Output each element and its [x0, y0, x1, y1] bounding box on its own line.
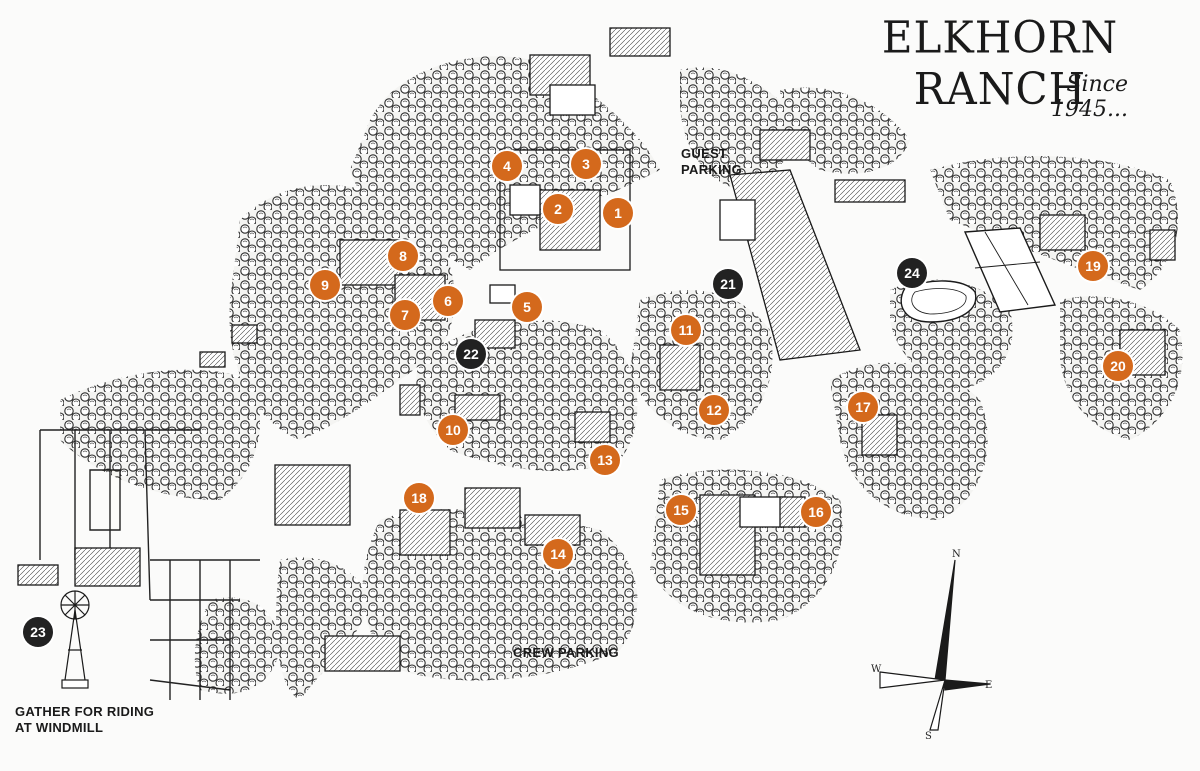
marker-10[interactable]: 10	[438, 415, 468, 445]
marker-15[interactable]: 15	[666, 495, 696, 525]
marker-17[interactable]: 17	[848, 392, 878, 422]
pool-and-court	[900, 227, 1057, 323]
windmill	[60, 590, 90, 689]
compass-north: N	[952, 549, 961, 560]
windmill-line2: AT WINDMILL	[15, 720, 104, 735]
marker-3[interactable]: 3	[571, 149, 601, 179]
marker-19[interactable]: 19	[1078, 251, 1108, 281]
map-title: ELKHORN RANCH	[881, 11, 1119, 115]
compass-rose	[879, 559, 991, 731]
marker-6[interactable]: 6	[433, 286, 463, 316]
corral-fences	[39, 429, 260, 700]
marker-11[interactable]: 11	[671, 315, 701, 345]
windmill-line1: GATHER FOR RIDING	[15, 704, 155, 719]
guest-parking-line2: PARKING	[681, 162, 743, 177]
compass-east: E	[985, 680, 993, 691]
marker-9[interactable]: 9	[310, 270, 340, 300]
marker-23[interactable]: 23	[23, 617, 53, 647]
marker-18[interactable]: 18	[404, 483, 434, 513]
marker-16[interactable]: 16	[801, 497, 831, 527]
compass-south: S	[925, 731, 932, 742]
marker-8[interactable]: 8	[388, 241, 418, 271]
marker-4[interactable]: 4	[492, 151, 522, 181]
marker-7[interactable]: 7	[390, 300, 420, 330]
marker-14[interactable]: 14	[543, 539, 573, 569]
crew-parking-label: CREW PARKING	[513, 645, 619, 660]
buildings	[17, 27, 1176, 672]
marker-12[interactable]: 12	[699, 395, 729, 425]
tree-clusters	[60, 56, 1183, 700]
map-subtitle: Since 1945...	[1051, 72, 1128, 122]
compass-west: W	[871, 664, 882, 675]
marker-24[interactable]: 24	[897, 258, 927, 288]
marker-22[interactable]: 22	[456, 339, 486, 369]
marker-20[interactable]: 20	[1103, 351, 1133, 381]
marker-13[interactable]: 13	[590, 445, 620, 475]
marker-2[interactable]: 2	[543, 194, 573, 224]
windmill-label: GATHER FOR RIDING AT WINDMILL	[15, 704, 154, 736]
guest-parking-label: GUEST PARKING	[681, 146, 742, 178]
marker-5[interactable]: 5	[512, 292, 542, 322]
marker-1[interactable]: 1	[603, 198, 633, 228]
marker-21[interactable]: 21	[713, 269, 743, 299]
guest-parking-line1: GUEST	[681, 146, 728, 161]
